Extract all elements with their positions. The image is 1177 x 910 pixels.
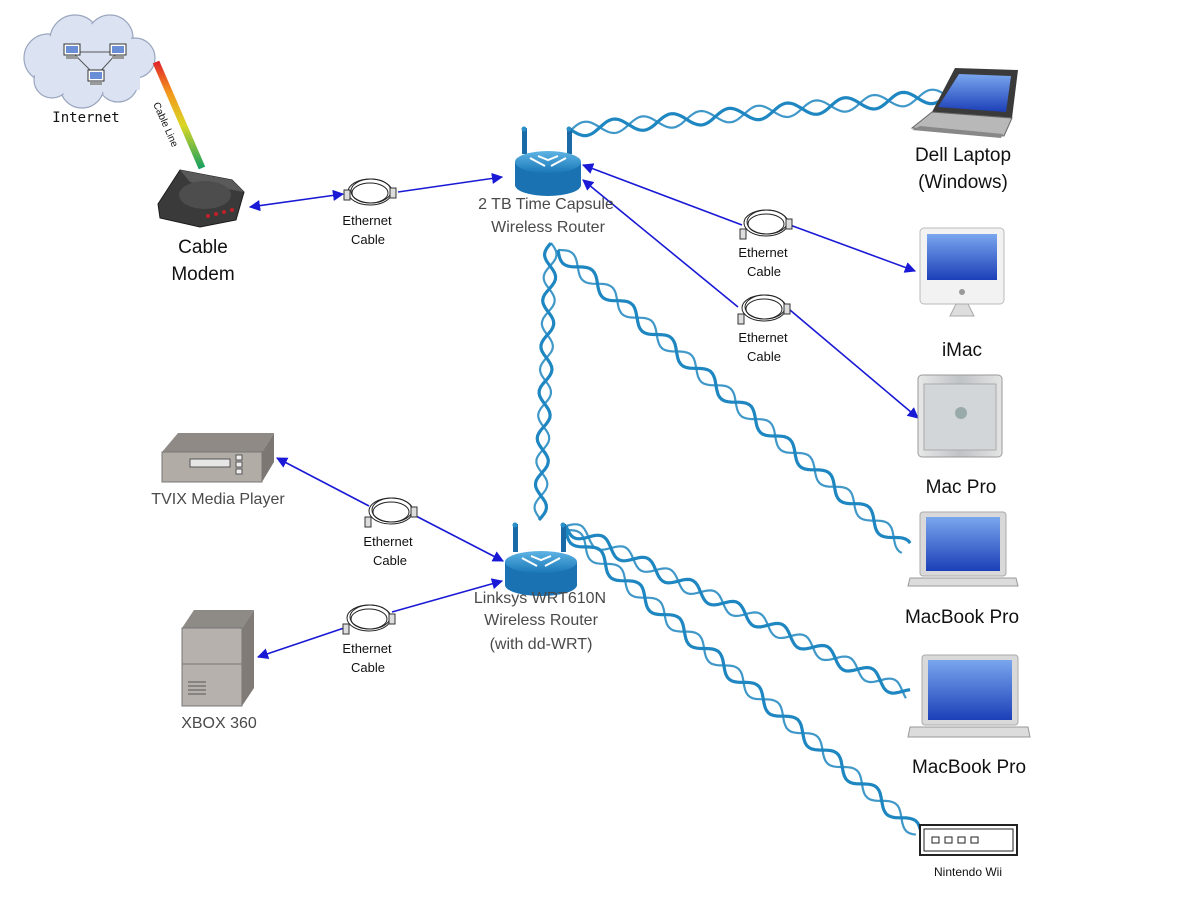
wireless-linksys-wii-strand-b bbox=[565, 528, 916, 836]
ethernet-label-1: Ethernet bbox=[342, 213, 392, 228]
linksys-label-3: (with dd-WRT) bbox=[490, 636, 593, 653]
tvix-media-player: TVIX Media Player bbox=[151, 433, 285, 508]
ethernet-label-3: Ethernet bbox=[738, 330, 788, 345]
cable-label-4: Cable bbox=[373, 553, 407, 568]
ethernet-cable-1: Ethernet Cable bbox=[342, 178, 397, 247]
ethernet-label-5: Ethernet bbox=[342, 641, 392, 656]
imac-label: iMac bbox=[942, 340, 982, 361]
ethernet-label-2: Ethernet bbox=[738, 245, 788, 260]
cable-label-1: Cable bbox=[351, 232, 385, 247]
time-capsule-label-2: Wireless Router bbox=[491, 219, 605, 236]
ethernet-cable-2: Ethernet Cable bbox=[738, 209, 793, 279]
ethernet-label-4: Ethernet bbox=[363, 534, 413, 549]
wireless-timecapsule-linksys-strand-b bbox=[533, 242, 558, 521]
cable-label-3: Cable bbox=[747, 349, 781, 364]
link-cable4-linksys bbox=[413, 514, 504, 562]
time-capsule-label-1: 2 TB Time Capsule bbox=[478, 196, 614, 213]
macbook-pro-2: MacBook Pro bbox=[907, 654, 1031, 778]
link-cable5-linksys bbox=[391, 578, 504, 613]
wireless-timecapsule-dell-strand-b bbox=[570, 88, 951, 135]
computer-icon bbox=[87, 69, 105, 85]
time-capsule-router: 2 TB Time Capsule Wireless Router bbox=[478, 126, 614, 236]
link-xbox-cable5 bbox=[256, 626, 348, 660]
link-timecapsule-cable2 bbox=[581, 163, 743, 226]
cable-line: Cable Line bbox=[150, 60, 206, 170]
link-modem-cable1 bbox=[248, 189, 345, 212]
linksys-label-2: Wireless Router bbox=[484, 612, 598, 629]
wireless-links bbox=[533, 88, 951, 836]
dell-label-1: Dell Laptop bbox=[915, 145, 1011, 166]
link-timecapsule-cable3 bbox=[582, 179, 739, 308]
macbook-pro-2-label: MacBook Pro bbox=[912, 757, 1026, 778]
wireless-linksys-macbook2-strand-a bbox=[564, 525, 911, 695]
wireless-linksys-macbook2-strand-b bbox=[565, 523, 907, 699]
cable-modem-label-1: Cable bbox=[178, 237, 228, 258]
mac-pro: Mac Pro bbox=[917, 374, 1003, 498]
wireless-timecapsule-macbook1-strand-b bbox=[557, 248, 903, 554]
internet-label: Internet bbox=[52, 110, 119, 126]
ethernet-cable-3: Ethernet Cable bbox=[737, 294, 791, 364]
tvix-label: TVIX Media Player bbox=[151, 491, 285, 508]
link-cable1-timecapsule bbox=[397, 172, 504, 193]
macpro-label: Mac Pro bbox=[926, 477, 997, 498]
cable-label-5: Cable bbox=[351, 660, 385, 675]
imac: iMac bbox=[919, 227, 1005, 361]
computer-icon bbox=[63, 43, 81, 59]
xbox-360: XBOX 360 bbox=[181, 610, 257, 732]
computer-icon bbox=[109, 43, 127, 59]
link-tvix-cable4 bbox=[276, 457, 370, 507]
wii-label: Nintendo Wii bbox=[934, 865, 1002, 879]
linksys-label-1: Linksys WRT610N bbox=[474, 590, 606, 607]
internet-cloud: Internet bbox=[23, 14, 156, 126]
macbook-pro-1: MacBook Pro bbox=[905, 511, 1019, 628]
cable-modem-label-2: Modem bbox=[171, 264, 234, 285]
link-cable2-imac bbox=[789, 224, 917, 273]
macbook-pro-1-label: MacBook Pro bbox=[905, 607, 1019, 628]
ethernet-cable-4: Ethernet Cable bbox=[363, 497, 418, 568]
wireless-timecapsule-macbook1-strand-a bbox=[556, 249, 912, 545]
linksys-router: Linksys WRT610N Wireless Router (with dd… bbox=[474, 522, 606, 653]
dell-laptop: Dell Laptop (Windows) bbox=[910, 68, 1018, 193]
ethernet-cable-5: Ethernet Cable bbox=[342, 604, 396, 675]
wireless-timecapsule-dell-strand-a bbox=[570, 90, 951, 138]
dell-label-2: (Windows) bbox=[918, 172, 1008, 193]
nintendo-wii: Nintendo Wii bbox=[919, 824, 1018, 879]
xbox-label: XBOX 360 bbox=[181, 715, 257, 732]
wired-links bbox=[248, 163, 919, 660]
cable-label-2: Cable bbox=[747, 264, 781, 279]
link-cable3-macpro bbox=[789, 309, 919, 419]
cable-modem: Cable Modem bbox=[157, 169, 245, 285]
